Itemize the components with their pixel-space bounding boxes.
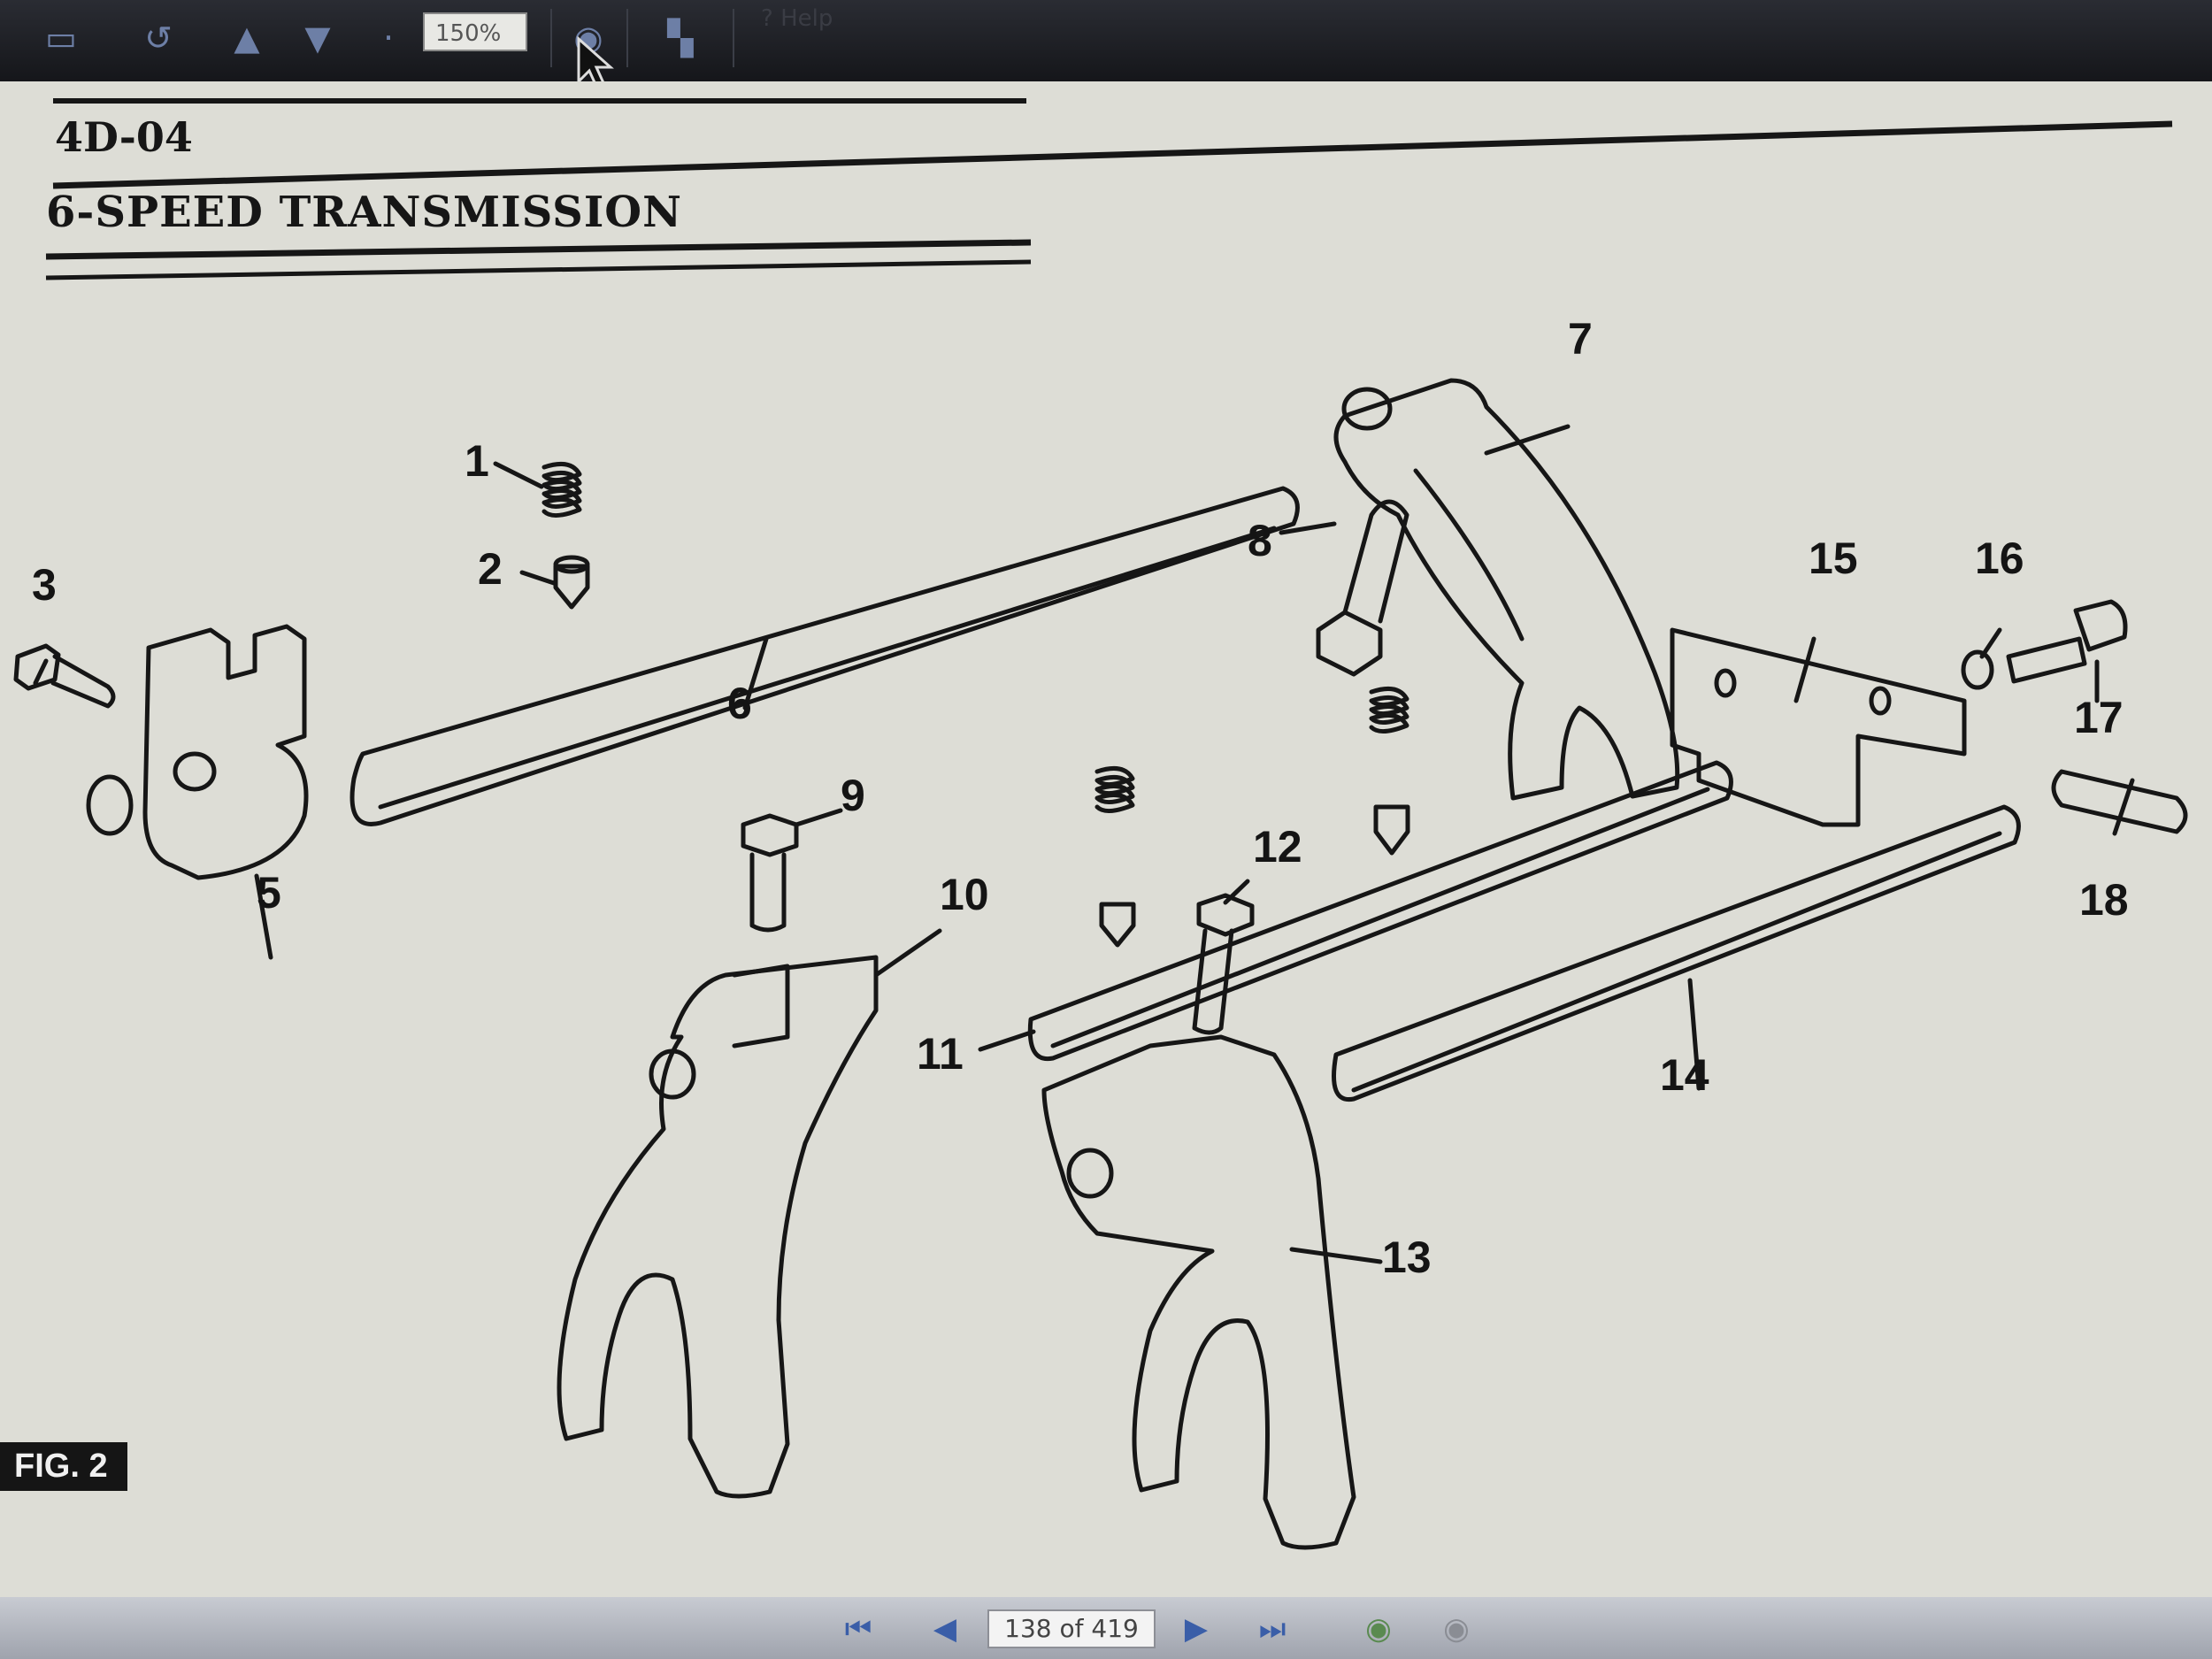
toolbar-separator bbox=[733, 9, 734, 67]
sidebar-icon[interactable]: ▭ bbox=[45, 19, 77, 58]
toolbar-separator bbox=[550, 9, 552, 67]
previous-page-icon[interactable]: ▲ bbox=[234, 19, 260, 58]
callout-10: 10 bbox=[940, 870, 989, 919]
callout-7: 7 bbox=[1568, 314, 1593, 364]
callout-18: 18 bbox=[2079, 875, 2129, 925]
section-code: 4D-04 bbox=[55, 113, 193, 161]
next-page-icon[interactable]: ▶ bbox=[1184, 1611, 1209, 1647]
section-title: 6-SPEED TRANSMISSION bbox=[46, 188, 682, 237]
callout-1: 1 bbox=[465, 436, 489, 486]
viewer-toolbar: ▭ ↺ ▲ ▼ · 150% ◉ ▚ ? Help bbox=[0, 0, 2212, 93]
help-menu[interactable]: ? Help bbox=[761, 5, 833, 32]
zoom-out-icon[interactable]: · bbox=[382, 19, 395, 58]
callout-12: 12 bbox=[1253, 822, 1302, 872]
callout-5: 5 bbox=[257, 868, 281, 918]
zoom-input[interactable]: 150% bbox=[423, 12, 527, 51]
callout-17: 17 bbox=[2074, 693, 2124, 742]
callout-11: 11 bbox=[917, 1029, 964, 1079]
callout-15: 15 bbox=[1809, 534, 1858, 583]
next-page-icon[interactable]: ▼ bbox=[304, 19, 331, 58]
document-page: 4D-04 6-SPEED TRANSMISSION 1 2 3 5 6 7 8… bbox=[0, 81, 2212, 1597]
callout-6: 6 bbox=[727, 679, 752, 728]
last-page-icon[interactable]: ⏭ bbox=[1258, 1611, 1286, 1647]
first-page-icon[interactable]: ⏮ bbox=[844, 1611, 872, 1647]
callout-13: 13 bbox=[1382, 1233, 1432, 1282]
callout-16: 16 bbox=[1975, 534, 2024, 583]
callout-8: 8 bbox=[1248, 516, 1272, 565]
fit-page-icon[interactable]: ▚ bbox=[667, 19, 694, 58]
callout-2: 2 bbox=[478, 544, 503, 594]
page-navigation-bar: ⏮ ◀ 138 of 419 ▶ ⏭ ◉ ◉ bbox=[0, 1597, 2212, 1659]
previous-page-icon[interactable]: ◀ bbox=[933, 1611, 957, 1647]
rotate-icon[interactable]: ↺ bbox=[144, 19, 173, 58]
callout-14: 14 bbox=[1660, 1050, 1709, 1100]
part-1-spring bbox=[541, 461, 582, 518]
back-view-icon[interactable]: ◉ bbox=[1365, 1611, 1392, 1647]
callout-9: 9 bbox=[841, 771, 865, 820]
callout-3: 3 bbox=[32, 560, 57, 610]
toolbar-separator bbox=[626, 9, 628, 67]
exploded-parts-diagram bbox=[13, 98, 2188, 1550]
page-indicator[interactable]: 138 of 419 bbox=[987, 1609, 1156, 1648]
forward-view-icon[interactable]: ◉ bbox=[1443, 1611, 1470, 1647]
figure-label: FIG. 2 bbox=[0, 1442, 127, 1491]
